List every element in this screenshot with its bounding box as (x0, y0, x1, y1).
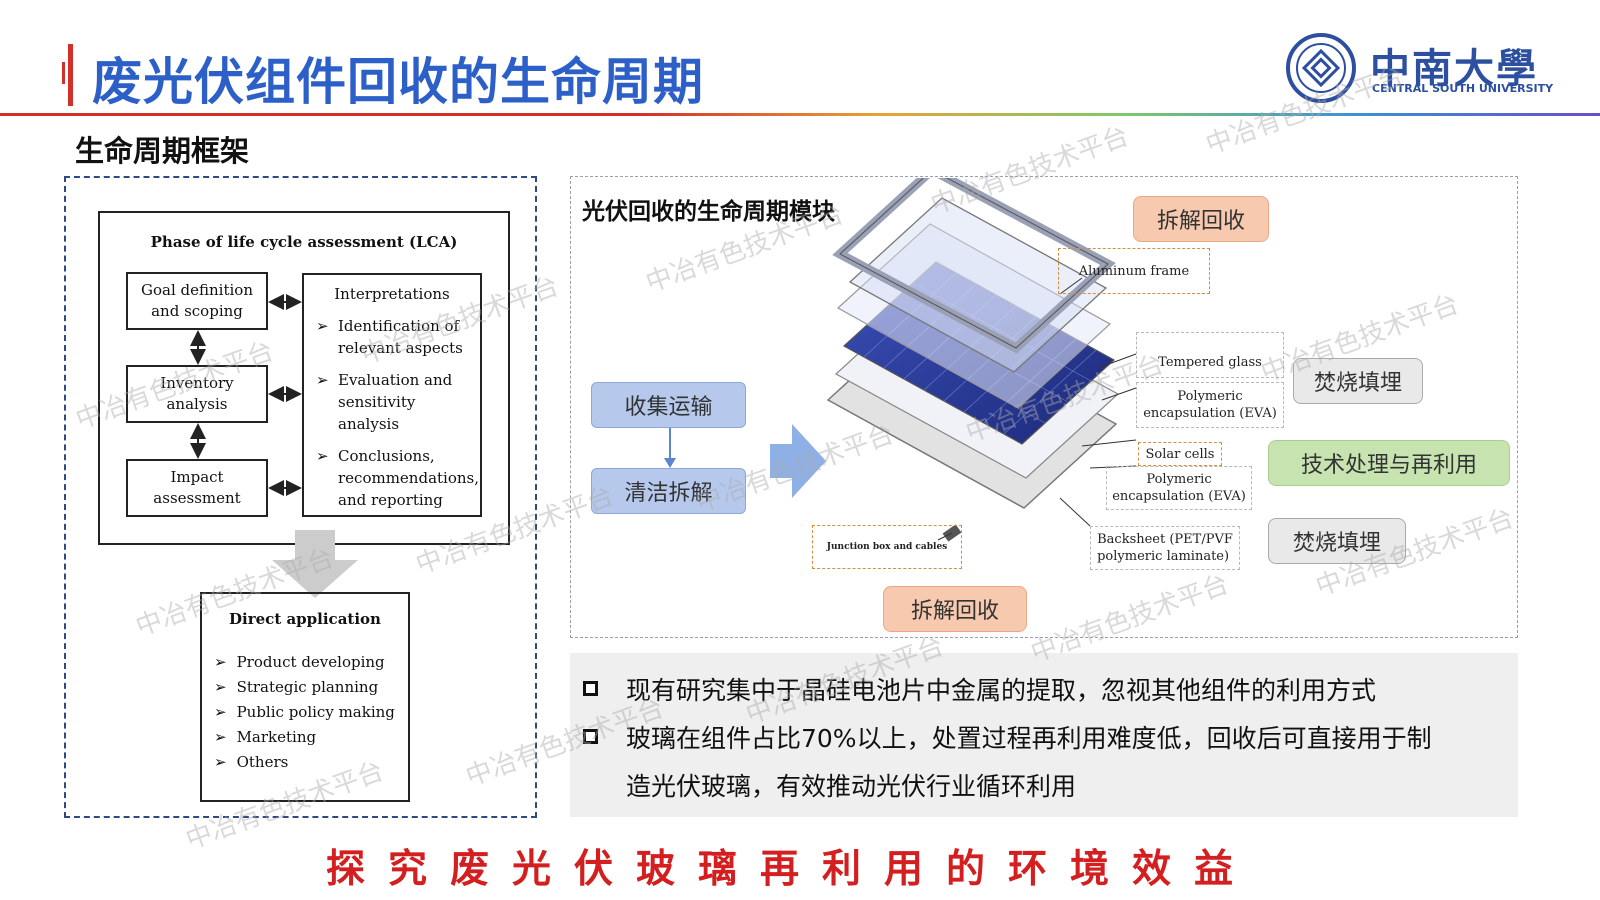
arrow-bullet-icon: ➢ (316, 371, 329, 389)
dismantle-recycle-box-bottom: 拆解回收 (883, 586, 1027, 632)
clean-dismantle-box: 清洁拆解 (591, 468, 746, 514)
direct-item: ➢Others (214, 753, 289, 771)
section-title: 生命周期框架 (75, 134, 250, 168)
page-title: 废光伏组件回收的生命周期 (92, 53, 704, 111)
header-divider (0, 113, 1600, 116)
arrow-bullet-icon: ➢ (316, 317, 329, 335)
interp-item: ➢ Identification of relevant aspects (316, 317, 463, 357)
label-tempered-glass: Tempered glass (1136, 332, 1284, 378)
arrow-bullet-icon: ➢ (214, 753, 227, 771)
notes-panel (570, 653, 1518, 817)
goal-line2: and scoping (151, 302, 243, 320)
tech-reuse-box: 技术处理与再利用 (1268, 440, 1510, 486)
dismantle-recycle-box-top: 拆解回收 (1133, 196, 1269, 242)
checkbox-bullet-icon (583, 681, 598, 696)
title-accent-bar-small (62, 62, 65, 84)
inventory-line1: Inventory (160, 374, 234, 392)
interpretations-title: Interpretations (334, 285, 450, 303)
label-aluminum-frame: Aluminum frame (1058, 248, 1210, 294)
note-2: 玻璃在组件占比70%以上，处置过程再利用难度低，回收后可直接用于制 (626, 724, 1432, 753)
recycling-module-panel (570, 176, 1518, 638)
lca-framework-panel (64, 176, 537, 818)
logo-subtitle: CENTRAL SOUTH UNIVERSITY (1372, 82, 1554, 95)
down-arrow-icon (272, 530, 358, 598)
direct-application-box (200, 592, 410, 802)
direct-application-title: Direct application (229, 610, 381, 628)
impact-line1: Impact (170, 468, 224, 486)
pv-module-exploded-diagram (826, 178, 1137, 542)
direct-item: ➢Marketing (214, 728, 317, 746)
impact-line2: assessment (153, 489, 241, 507)
arrow-bullet-icon: ➢ (214, 728, 227, 746)
conclusion-banner: 探究废光伏玻璃再利用的环境效益 (326, 847, 1257, 892)
checkbox-bullet-icon (583, 729, 598, 744)
note-1: 现有研究集中于晶硅电池片中金属的提取，忽视其他组件的利用方式 (626, 676, 1377, 705)
right-arrow-icon (770, 424, 826, 498)
arrow-bullet-icon: ➢ (214, 703, 227, 721)
direct-item: ➢Public policy making (214, 703, 395, 721)
impact-assessment-box: Impact assessment (126, 459, 268, 517)
interpretations-box: Interpretations ➢ Identification of rele… (302, 273, 482, 517)
interp-item: ➢ Conclusions, recommendations, and repo… (316, 447, 479, 509)
label-junction-box: Junction box and cables (812, 525, 962, 569)
incinerate-landfill-box-2: 焚烧填埋 (1268, 518, 1406, 564)
lca-title: Phase of life cycle assessment (LCA) (150, 233, 458, 251)
goal-line1: Goal definition (141, 281, 253, 299)
interp-item: ➢ Evaluation and sensitivity analysis (316, 371, 453, 433)
logo-name: 中南大學 (1370, 45, 1538, 92)
arrow-bullet-icon: ➢ (214, 678, 227, 696)
incinerate-landfill-box-1: 焚烧填埋 (1293, 358, 1423, 404)
note-2-continued: 造光伏玻璃，有效推动光伏行业循环利用 (626, 772, 1077, 801)
arrow-bullet-icon: ➢ (214, 653, 227, 671)
inventory-analysis-box: Inventory analysis (126, 365, 268, 423)
collect-transport-box: 收集运输 (591, 382, 746, 428)
arrow-bullet-icon: ➢ (316, 447, 329, 465)
direct-item: ➢Strategic planning (214, 678, 379, 696)
direct-item: ➢Product developing (214, 653, 385, 671)
label-solar-cells: Solar cells (1138, 442, 1222, 466)
module-title: 光伏回收的生命周期模块 (582, 199, 835, 225)
goal-definition-box: Goal definition and scoping (126, 272, 268, 330)
inventory-line2: analysis (166, 395, 228, 413)
down-arrow-icon (664, 428, 676, 468)
title-accent-bar (68, 44, 73, 106)
university-logo (1286, 33, 1356, 103)
